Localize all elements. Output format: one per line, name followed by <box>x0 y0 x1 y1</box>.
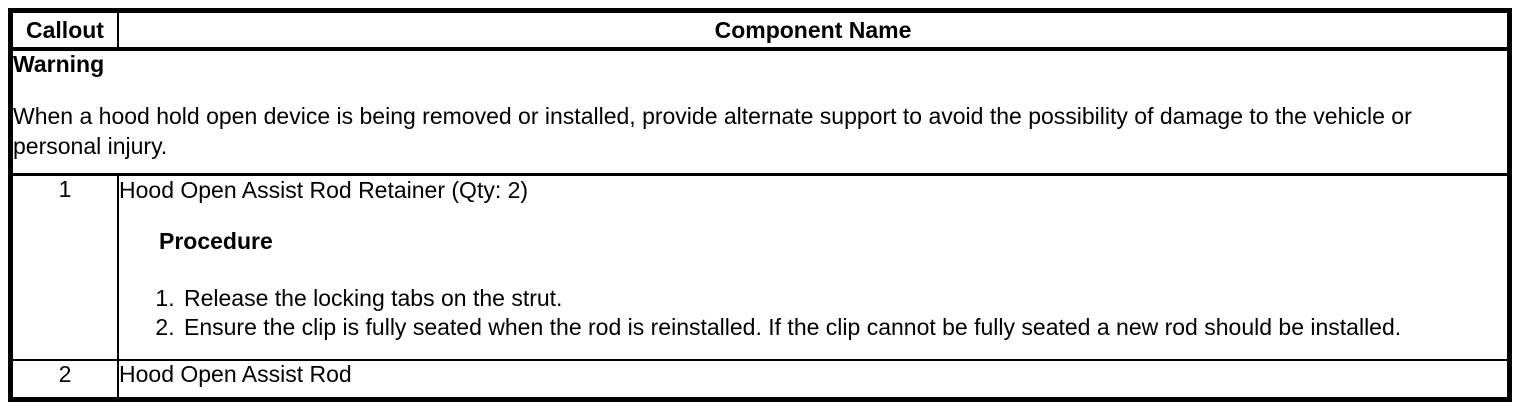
procedure-steps-list: Release the locking tabs on the strut. E… <box>119 284 1507 342</box>
component-name-text: Hood Open Assist Rod Retainer (Qty: 2) <box>119 176 529 203</box>
procedure-heading: Procedure <box>159 227 273 254</box>
warning-text: When a hood hold open device is being re… <box>13 103 1412 159</box>
callout-number-1: 1 <box>13 174 119 361</box>
warning-title: Warning <box>13 51 105 77</box>
table-header-row: Callout Component Name <box>13 13 1507 51</box>
component-name-text: Hood Open Assist Rod <box>119 361 352 387</box>
callout-column-header: Callout <box>13 13 119 51</box>
warning-row: Warning When a hood hold open device is … <box>13 49 1507 176</box>
procedure-step-1: Release the locking tabs on the strut. <box>181 284 1507 313</box>
component-cell-1: Hood Open Assist Rod Retainer (Qty: 2) P… <box>118 174 1507 361</box>
warning-cell: Warning When a hood hold open device is … <box>13 49 1507 176</box>
component-name-column-header: Component Name <box>118 13 1507 51</box>
component-callout-table: Callout Component Name Warning When a ho… <box>13 13 1507 397</box>
procedure-step-2: Ensure the clip is fully seated when the… <box>181 313 1507 342</box>
component-callout-table-frame: Callout Component Name Warning When a ho… <box>8 8 1512 402</box>
table-row: 2 Hood Open Assist Rod <box>13 360 1507 397</box>
table-row: 1 Hood Open Assist Rod Retainer (Qty: 2)… <box>13 174 1507 361</box>
callout-number-2: 2 <box>13 360 119 397</box>
